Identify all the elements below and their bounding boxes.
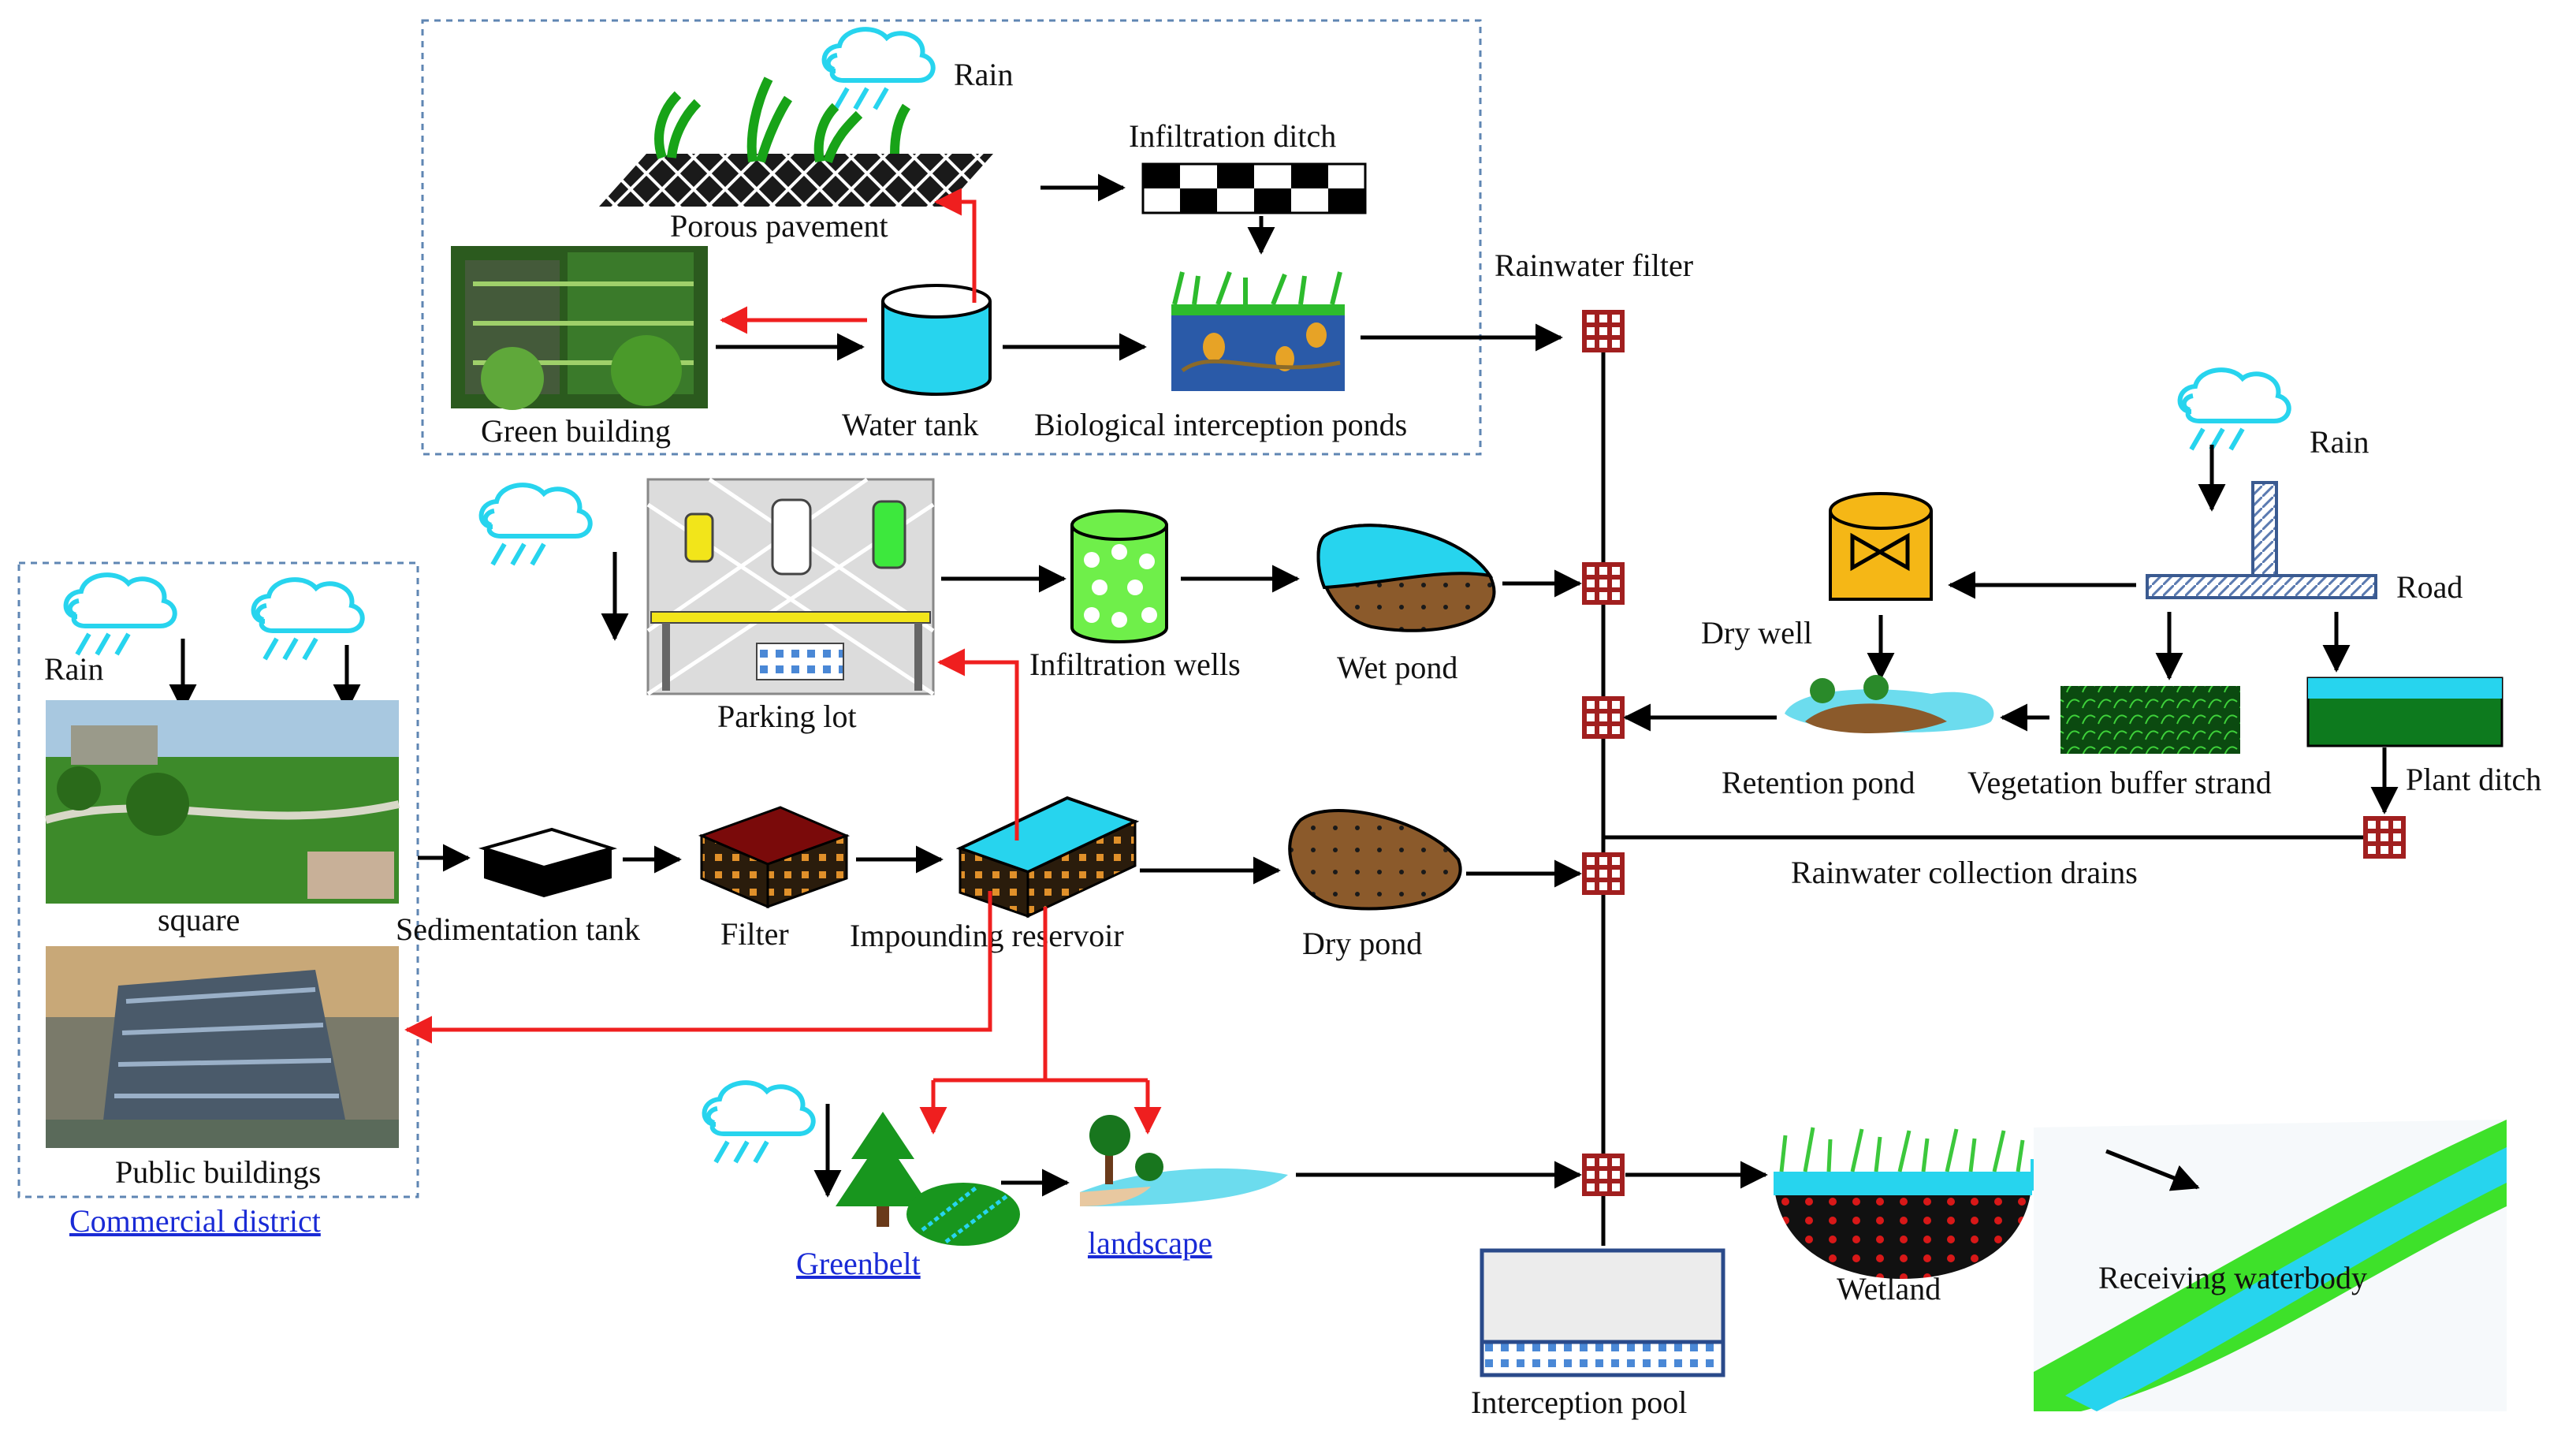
cloud-rain-icon bbox=[482, 485, 590, 565]
receiving-waterbody-label: Receiving waterbody bbox=[2098, 1260, 2367, 1295]
landscape-link[interactable]: landscape bbox=[1088, 1225, 1212, 1261]
sedimentation-tank-label: Sedimentation tank bbox=[396, 911, 640, 947]
wetland-icon bbox=[1774, 1127, 2032, 1279]
vegetation-buffer-icon bbox=[2060, 686, 2240, 754]
rain-label-right: Rain bbox=[2310, 424, 2369, 460]
interception-pool-label: Interception pool bbox=[1471, 1385, 1687, 1420]
cloud-rain-icon bbox=[66, 575, 175, 654]
dry-pond-label: Dry pond bbox=[1302, 926, 1422, 961]
porous-pavement-label: Porous pavement bbox=[670, 208, 888, 244]
infiltration-ditch-icon bbox=[1141, 162, 1367, 214]
parking-lot-label: Parking lot bbox=[717, 699, 857, 734]
cloud-rain-icon bbox=[2180, 370, 2289, 449]
filter-grid-icon bbox=[1584, 312, 1622, 350]
greenbelt-link[interactable]: Greenbelt bbox=[796, 1246, 921, 1281]
dry-well-icon bbox=[1829, 492, 1933, 601]
filter-grid-icon bbox=[1584, 1156, 1622, 1194]
filter-grid-icon bbox=[1584, 565, 1622, 602]
vegetation-buffer-label: Vegetation buffer strand bbox=[1967, 765, 2272, 800]
cylinder-tank-icon bbox=[881, 284, 992, 396]
dry-pond-icon bbox=[1288, 809, 1462, 911]
square-label: square bbox=[158, 902, 240, 937]
cloud-rain-icon bbox=[825, 29, 933, 109]
infiltration-well-icon bbox=[1070, 509, 1168, 643]
public-buildings-label: Public buildings bbox=[115, 1154, 321, 1190]
parking-lot-icon bbox=[646, 477, 935, 696]
impounding-reservoir-icon bbox=[955, 796, 1140, 919]
infiltration-wells-label: Infiltration wells bbox=[1029, 647, 1241, 682]
water-tank-label: Water tank bbox=[842, 407, 978, 442]
receiving-waterbody-icon bbox=[2031, 1120, 2507, 1411]
filter-label: Filter bbox=[720, 916, 789, 952]
green-building-label: Green building bbox=[481, 413, 671, 449]
rainwater-filter-label: Rainwater filter bbox=[1495, 248, 1693, 283]
commercial-district-frame bbox=[17, 561, 419, 1198]
filter-icon bbox=[698, 806, 851, 909]
green-building-photo bbox=[451, 246, 708, 410]
cloud-rain-icon bbox=[705, 1083, 813, 1162]
filter-grid-icon bbox=[1584, 855, 1622, 893]
square-photo bbox=[44, 700, 400, 904]
commercial-district-link[interactable]: Commercial district bbox=[69, 1203, 321, 1239]
road-icon bbox=[2146, 481, 2377, 599]
wetland-label: Wetland bbox=[1837, 1271, 1941, 1306]
rain-label-top: Rain bbox=[954, 57, 1014, 92]
bio-ponds-label: Biological interception ponds bbox=[1034, 407, 1407, 442]
retention-pond-icon bbox=[1785, 675, 1994, 733]
landscape-icon bbox=[1080, 1115, 1288, 1206]
bio-pond-icon bbox=[1171, 270, 1345, 391]
filter-grid-icon bbox=[2366, 818, 2403, 856]
greenbelt-icon bbox=[906, 1183, 1020, 1246]
filter-grid-icon bbox=[1584, 699, 1622, 736]
dry-well-label: Dry well bbox=[1701, 615, 1812, 650]
tree-icon bbox=[836, 1112, 930, 1227]
collection-drains-label: Rainwater collection drains bbox=[1791, 855, 2138, 890]
sedimentation-tank-icon bbox=[478, 827, 618, 897]
interception-pool-icon bbox=[1480, 1248, 1725, 1377]
rain-label-left: Rain bbox=[44, 651, 104, 687]
impounding-reservoir-label: Impounding reservoir bbox=[850, 918, 1124, 953]
wet-pond-label: Wet pond bbox=[1337, 650, 1457, 685]
plant-ditch-label: Plant ditch bbox=[2406, 762, 2541, 797]
infiltration-ditch-label: Infiltration ditch bbox=[1129, 118, 1336, 154]
road-label: Road bbox=[2396, 569, 2462, 605]
plant-ditch-icon bbox=[2306, 676, 2503, 747]
wet-pond-icon bbox=[1316, 524, 1496, 632]
porous-pavement-icon bbox=[599, 76, 993, 207]
retention-pond-label: Retention pond bbox=[1722, 765, 1915, 800]
public-buildings-photo bbox=[46, 946, 399, 1148]
